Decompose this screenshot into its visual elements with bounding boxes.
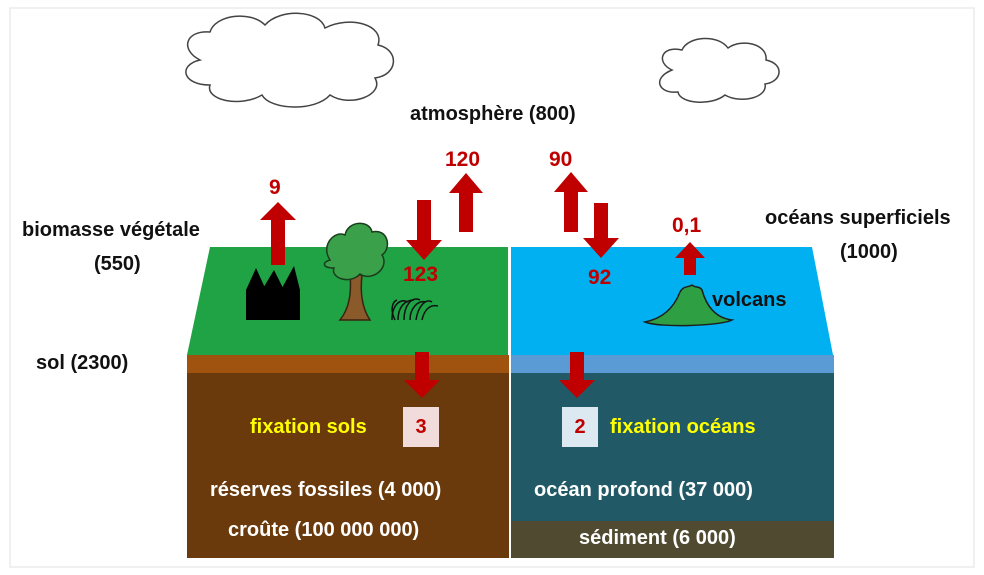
grass-icon bbox=[391, 298, 439, 321]
oceans-label: océans superficiels bbox=[765, 207, 951, 229]
ocean-surface bbox=[511, 247, 833, 355]
biomass-label: biomasse végétale bbox=[22, 219, 200, 241]
volcans-label: volcans bbox=[712, 289, 787, 311]
fixation-sols-label: fixation sols bbox=[250, 416, 367, 438]
arrow-volcano-up bbox=[675, 242, 705, 275]
flux-land-out: 120 bbox=[445, 148, 481, 171]
arrow-soil-down bbox=[404, 352, 440, 398]
soil-fix-value: 3 bbox=[403, 407, 439, 447]
sediment-layer bbox=[511, 521, 834, 558]
factory-icon bbox=[246, 266, 300, 320]
tree-icon bbox=[323, 222, 389, 321]
atmosphere-label: atmosphère (800) bbox=[410, 103, 576, 125]
reserves-fossiles-label: réserves fossiles (4 000) bbox=[210, 479, 442, 501]
cloud-right-icon bbox=[659, 37, 780, 103]
flux-ocean-in: 92 bbox=[588, 266, 612, 289]
soil-band bbox=[187, 355, 509, 373]
deep-land bbox=[187, 373, 509, 558]
volcano-icon bbox=[642, 284, 735, 327]
arrow-land-up bbox=[449, 173, 483, 232]
soil-label: sol (2300) bbox=[36, 352, 129, 374]
flux-arrows bbox=[260, 172, 705, 398]
arrow-ocean-fix-down bbox=[559, 352, 595, 398]
ocean-band bbox=[511, 355, 834, 373]
land-surface bbox=[187, 247, 508, 355]
flux-land-in: 123 bbox=[403, 263, 439, 286]
arrow-land-down bbox=[406, 200, 442, 260]
flux-volcano: 0,1 bbox=[672, 214, 702, 237]
ocean-profond-label: océan profond (37 000) bbox=[534, 479, 753, 501]
fixation-oceans-label: fixation océans bbox=[610, 416, 756, 438]
biomass-value: (550) bbox=[94, 253, 141, 275]
croute-label: croûte (100 000 000) bbox=[228, 519, 420, 541]
arrow-ocean-up bbox=[554, 172, 588, 232]
cloud-left-icon bbox=[185, 12, 395, 108]
arrow-ocean-down bbox=[583, 203, 619, 258]
oceans-value: (1000) bbox=[840, 241, 898, 263]
flux-ocean-out: 90 bbox=[549, 148, 573, 171]
ocean-fix-value: 2 bbox=[562, 407, 598, 447]
deep-ocean bbox=[511, 373, 834, 521]
flux-industry: 9 bbox=[269, 176, 281, 199]
arrow-industry-up bbox=[260, 202, 296, 265]
sediment-label: sédiment (6 000) bbox=[579, 527, 736, 549]
